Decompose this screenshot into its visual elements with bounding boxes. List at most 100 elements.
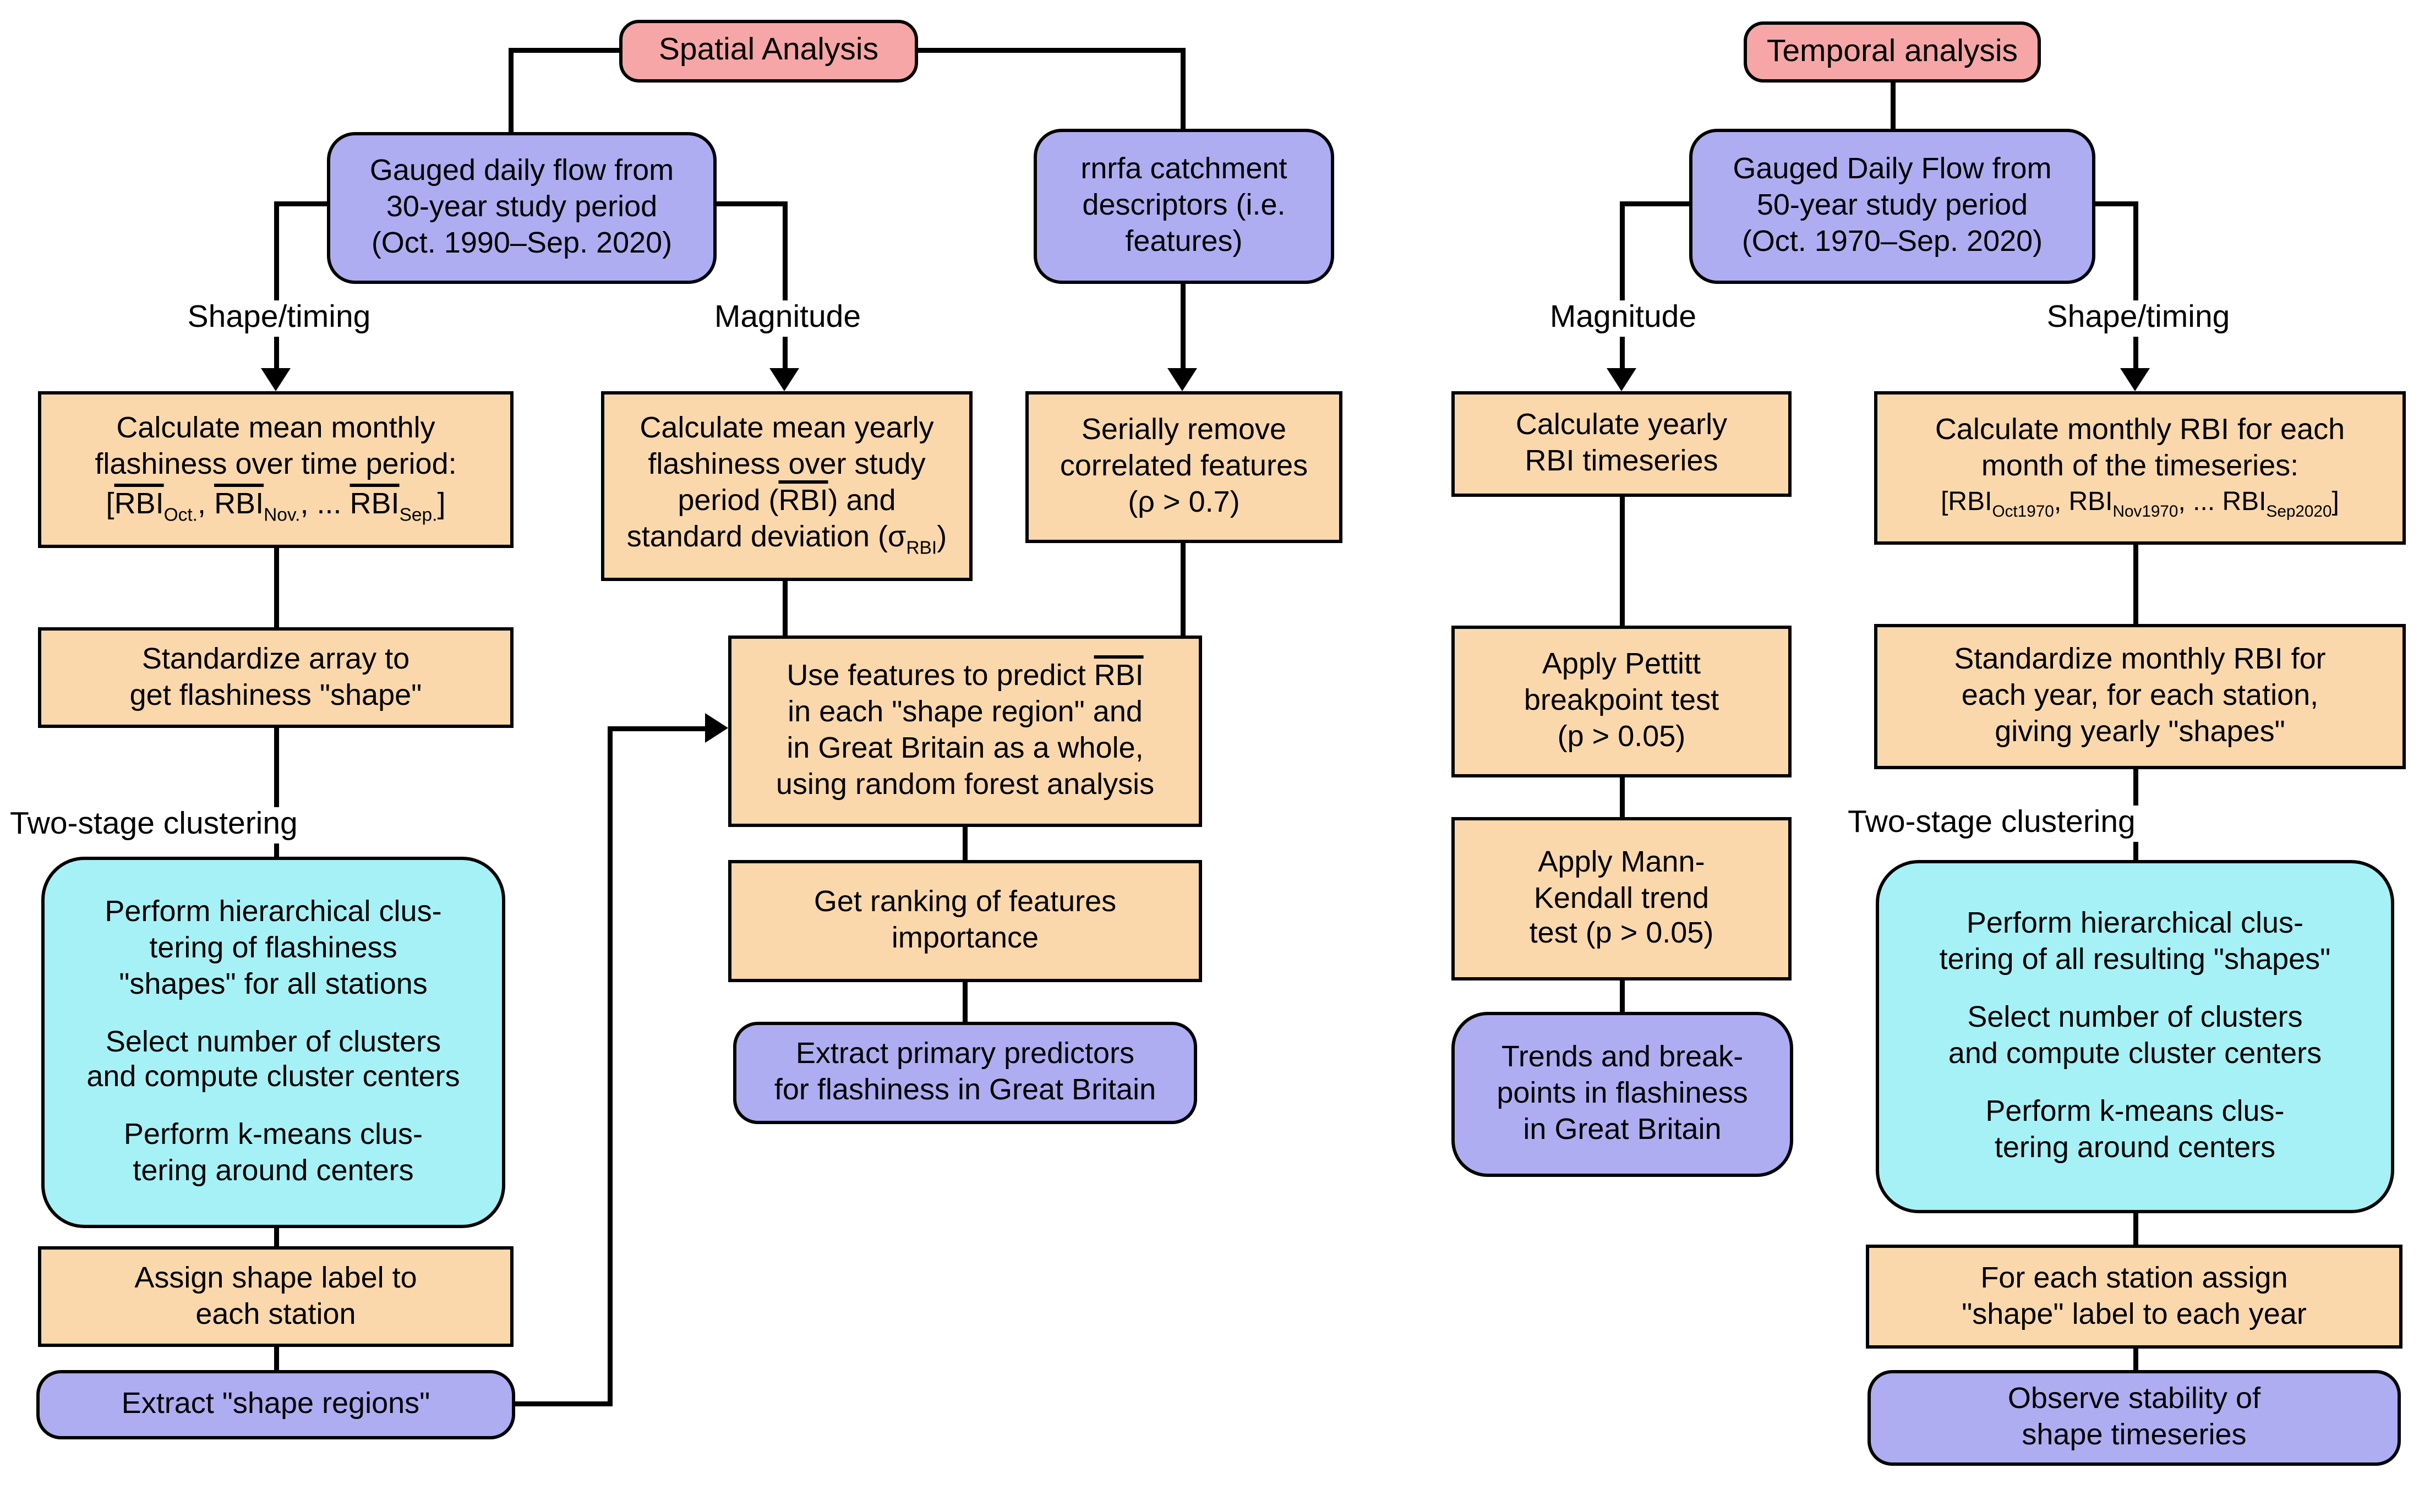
arrowhead-right	[705, 713, 728, 743]
box-calc-yearly-rbi-timeseries: Calculate yearly RBI timeseries	[1451, 391, 1792, 497]
box-get-ranking-features-importance: Get ranking of features importance	[728, 860, 1202, 982]
text-line: "shape" label to each year	[1962, 1296, 2307, 1330]
label-shape-timing-temporal: Shape/timing	[2003, 300, 2274, 337]
box-extract-primary-predictors: Extract primary predictors for flashines…	[733, 1022, 1197, 1124]
cluster-step-3: Perform k-means clus- tering around cent…	[1985, 1094, 2284, 1167]
text-line: tering around centers	[133, 1154, 414, 1188]
text-line: tering of all resulting "shapes"	[1939, 943, 2331, 976]
text-line: in Great Britain as a whole,	[787, 731, 1144, 764]
text-line: and compute cluster centers	[86, 1060, 460, 1094]
box-two-stage-clustering-temporal: Perform hierarchical clus- tering of all…	[1876, 860, 2394, 1213]
connector-title-to-rnrfa	[916, 48, 1184, 52]
text-line: Kendall trend	[1533, 880, 1710, 914]
connector-regions-to-predict	[608, 726, 612, 1405]
connector	[274, 1347, 279, 1370]
arrowhead-down	[2120, 368, 2150, 391]
text-line: Observe stability of	[2007, 1382, 2261, 1415]
box-rnrfa-catchment-descriptors: rnrfa catchment descriptors (i.e. featur…	[1034, 129, 1334, 284]
text-line: get flashiness "shape"	[129, 677, 422, 711]
branch-magnitude-temporal	[1620, 201, 1624, 371]
text-line: RBI timeseries	[1525, 444, 1718, 477]
branch-shape-timing	[274, 201, 279, 371]
branch-magnitude	[715, 201, 784, 206]
text-line: rnrfa catchment	[1080, 152, 1287, 185]
text-line: Get ranking of features	[813, 885, 1117, 918]
text-line: "shapes" for all stations	[119, 966, 428, 1000]
text-line: breakpoint test	[1524, 683, 1719, 717]
connector	[2133, 1213, 2138, 1245]
text-line: Apply Mann-	[1538, 844, 1705, 878]
text-line: Standardize monthly RBI for	[1954, 642, 2326, 676]
box-gauged-daily-flow-50yr: Gauged Daily Flow from 50-year study per…	[1689, 129, 2095, 284]
arrowhead-down	[769, 368, 799, 391]
text-line: Extract primary predictors	[795, 1037, 1135, 1070]
connector	[2133, 545, 2138, 624]
formula-line: period (RBI) and	[678, 483, 896, 517]
box-standardize-monthly-rbi: Standardize monthly RBI for each year, f…	[1874, 624, 2406, 769]
title-temporal-analysis: Temporal analysis	[1744, 21, 2041, 83]
text-line: Perform k-means clus-	[123, 1118, 423, 1152]
text-line: Standardize array to	[141, 641, 410, 675]
box-use-features-to-predict-rbi: Use features to predict RBI in each "sha…	[728, 636, 1202, 827]
text-line: points in flashiness	[1497, 1076, 1748, 1110]
connector	[2133, 1349, 2138, 1370]
box-calc-mean-yearly-flashiness: Calculate mean yearly flashiness over st…	[601, 391, 973, 581]
title-text: Temporal analysis	[1766, 34, 2018, 69]
connector-title-to-source	[509, 48, 621, 52]
connector-rnrfa-to-filter	[1181, 284, 1185, 371]
text-line: (Oct. 1970–Sep. 2020)	[1741, 224, 2043, 258]
arrowhead-down	[1167, 368, 1197, 391]
box-calc-mean-monthly-flashiness: Calculate mean monthly flashiness over t…	[38, 391, 514, 548]
text-line: each year, for each station,	[1961, 678, 2319, 712]
text-line: (Oct. 1990–Sep. 2020)	[371, 226, 673, 259]
connector	[1181, 543, 1185, 636]
text-line: 30-year study period	[386, 190, 658, 223]
text-line: Select number of clusters	[105, 1024, 441, 1058]
text-line: and compute cluster centers	[1948, 1037, 2322, 1070]
text-line: flashiness over time period:	[95, 447, 457, 480]
formula-line: [RBIOct., RBINov., ... RBISep.]	[106, 486, 446, 525]
box-mann-kendall-trend-test: Apply Mann- Kendall trend test (p > 0.05…	[1451, 817, 1792, 980]
connector	[963, 982, 967, 1022]
text-line: features)	[1125, 224, 1243, 258]
connector-title-to-source	[509, 48, 513, 132]
text-line: Perform hierarchical clus-	[1966, 906, 2304, 940]
cluster-step-1: Perform hierarchical clus- tering of fla…	[105, 894, 441, 1003]
connector	[1620, 777, 1624, 817]
text-line: correlated features	[1060, 449, 1308, 483]
text-line: Select number of clusters	[1967, 1000, 2303, 1034]
text-line: shape timeseries	[2022, 1418, 2247, 1451]
connector	[274, 1228, 279, 1246]
text-line: tering around centers	[1994, 1130, 2276, 1164]
text-line: Serially remove	[1081, 413, 1287, 446]
text-line: (p > 0.05)	[1557, 719, 1686, 753]
title-text: Spatial Analysis	[658, 34, 879, 69]
text-line: for flashiness in Great Britain	[774, 1073, 1156, 1106]
branch-magnitude	[783, 201, 787, 371]
text-line: each station	[195, 1296, 356, 1330]
text-line: giving yearly "shapes"	[1995, 714, 2285, 748]
label-shape-timing: Shape/timing	[144, 300, 414, 337]
connector	[274, 728, 279, 857]
connector-regions-to-predict	[608, 726, 705, 731]
text-line: For each station assign	[1980, 1260, 2288, 1294]
text-line: Calculate mean yearly	[640, 411, 934, 445]
text-line: month of the timeseries:	[1981, 448, 2299, 482]
connector	[1620, 980, 1624, 1012]
box-observe-stability: Observe stability of shape timeseries	[1868, 1370, 2401, 1466]
cluster-step-3: Perform k-means clus- tering around cent…	[124, 1118, 423, 1191]
connector	[1620, 497, 1624, 626]
text-line: Gauged daily flow from	[369, 154, 674, 187]
connector-title-to-rnrfa	[1181, 48, 1185, 129]
title-spatial-analysis: Spatial Analysis	[619, 20, 918, 83]
cluster-step-1: Perform hierarchical clus- tering of all…	[1940, 906, 2331, 979]
text-line: Assign shape label to	[134, 1260, 417, 1294]
box-gauged-daily-flow-30yr: Gauged daily flow from 30-year study per…	[327, 132, 717, 284]
text-line: Calculate monthly RBI for each	[1935, 412, 2345, 446]
text-line: Perform hierarchical clus-	[105, 894, 442, 927]
label-magnitude-temporal: Magnitude	[1488, 300, 1759, 337]
text-line: Extract "shape regions"	[121, 1387, 430, 1420]
text-line: using random forest analysis	[776, 767, 1155, 801]
connector	[274, 548, 279, 627]
